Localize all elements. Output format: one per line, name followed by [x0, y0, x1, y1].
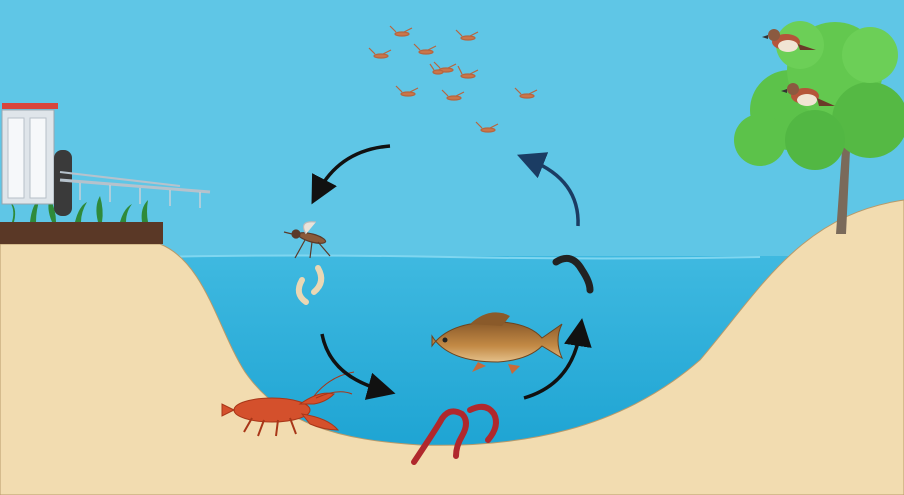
- field-soil: [0, 222, 163, 244]
